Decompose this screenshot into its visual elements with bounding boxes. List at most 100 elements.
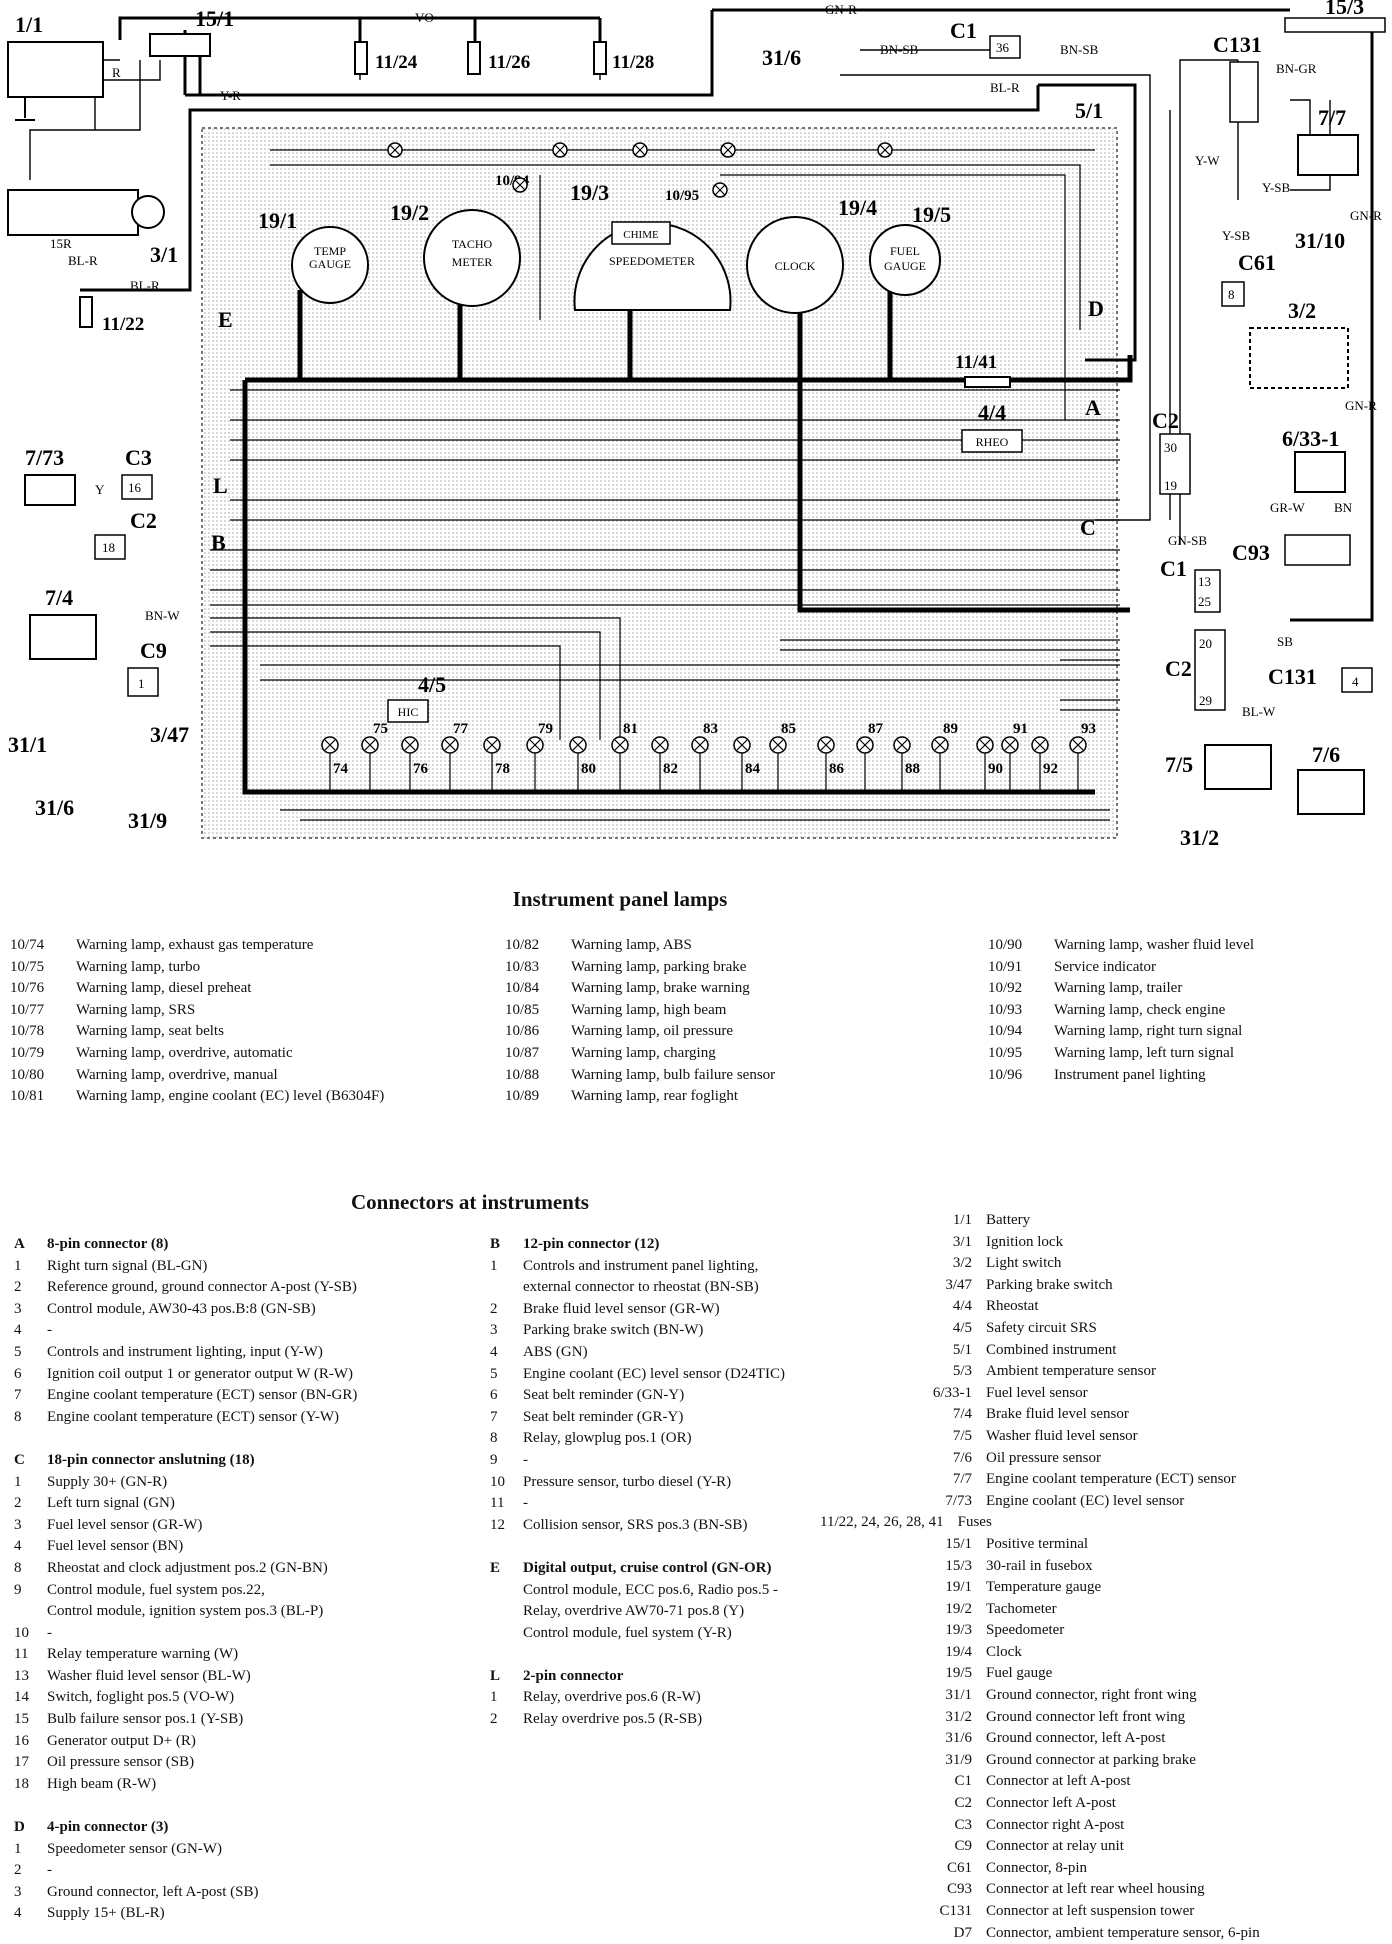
pin-number: 1 bbox=[490, 1257, 498, 1274]
pin-description: Left turn signal (GN) bbox=[47, 1495, 175, 1512]
pin-description: Switch, foglight pos.5 (VO-W) bbox=[47, 1689, 235, 1706]
connector-pin-row bbox=[490, 1536, 785, 1558]
legend-code: D7 bbox=[953, 1924, 972, 1941]
legend-description: Combined instrument bbox=[986, 1341, 1117, 1358]
pin-description: High beam (R-W) bbox=[47, 1775, 157, 1792]
legend-description: Fuel level sensor bbox=[986, 1384, 1088, 1401]
rheostat bbox=[961, 429, 1023, 453]
tachometer bbox=[423, 209, 521, 307]
pin-number: 1 bbox=[14, 1473, 22, 1490]
legend-code: 7/7 bbox=[952, 1471, 972, 1488]
warning-lamp-number: 76 bbox=[413, 761, 429, 777]
pin-number: 4 bbox=[14, 1322, 22, 1339]
svg-text:SPEEDOMETER: SPEEDOMETER bbox=[609, 254, 695, 268]
pin-description: Controls and instrument lighting, input … bbox=[47, 1343, 323, 1360]
lamp-description: Warning lamp, bulb failure sensor bbox=[571, 1066, 776, 1083]
label-11-41: 11/41 bbox=[955, 352, 997, 373]
pin-description: Engine coolant temperature (ECT) sensor … bbox=[47, 1408, 339, 1425]
lamp-code: 10/89 bbox=[505, 1088, 540, 1105]
light-switch bbox=[1249, 327, 1349, 389]
lamp-code: 10/90 bbox=[988, 937, 1023, 953]
lamp-code: 10/82 bbox=[505, 937, 540, 953]
pin-description: - bbox=[47, 1624, 52, 1641]
lamp-description: Warning lamp, check engine bbox=[1054, 1001, 1226, 1018]
svg-text:15R: 15R bbox=[50, 236, 72, 251]
pin-description: - bbox=[523, 1451, 528, 1468]
legend-code: 4/4 bbox=[952, 1298, 972, 1315]
pin-number: 3 bbox=[14, 1516, 22, 1533]
pin-description: Rheostat and clock adjustment pos.2 (GN-… bbox=[47, 1559, 328, 1576]
legend-code: 6/33-1 bbox=[932, 1384, 972, 1401]
legend-description: Light switch bbox=[986, 1255, 1062, 1272]
pin-number: 17 bbox=[14, 1754, 29, 1771]
fuel-level-sensor bbox=[1294, 451, 1346, 493]
pin-description: Bulb failure sensor pos.1 (Y-SB) bbox=[47, 1711, 244, 1728]
pin-description: Seat belt reminder (GR-Y) bbox=[523, 1408, 684, 1425]
svg-text:29: 29 bbox=[1199, 693, 1212, 708]
svg-text:TACHO: TACHO bbox=[452, 237, 493, 251]
label-C93: C93 bbox=[1232, 540, 1270, 565]
legend-description: Speedometer bbox=[986, 1622, 1065, 1639]
legend-description: Ambient temperature sensor bbox=[986, 1363, 1156, 1380]
pin-number: 2 bbox=[490, 1300, 498, 1317]
pin-description: Control module, ECC pos.6, Radio pos.5 - bbox=[523, 1581, 778, 1598]
pin-description: Parking brake switch (BN-W) bbox=[523, 1322, 704, 1339]
connector-pin-row bbox=[14, 1795, 357, 1817]
label-19-5: 19/5 bbox=[912, 202, 951, 227]
connector-pin-row bbox=[490, 1644, 785, 1666]
connector-pin-row: 11- bbox=[490, 1493, 785, 1515]
svg-text:TEMP: TEMP bbox=[314, 244, 346, 258]
pin-description: Relay, glowplug pos.1 (OR) bbox=[523, 1430, 692, 1447]
warning-lamp-number: 92 bbox=[1043, 761, 1058, 777]
lamp-code: 10/81 bbox=[10, 1088, 45, 1105]
legend-description: Rheostat bbox=[986, 1298, 1039, 1315]
legend-code: C1 bbox=[954, 1773, 972, 1790]
svg-text:B: B bbox=[211, 530, 226, 555]
label-1-1: 1/1 bbox=[15, 12, 43, 37]
label-11-28: 11/28 bbox=[612, 52, 654, 73]
pin-number: 2 bbox=[14, 1279, 22, 1296]
pin-number: 13 bbox=[14, 1667, 29, 1684]
svg-text:D: D bbox=[1088, 296, 1104, 321]
pin-number bbox=[490, 1623, 523, 1645]
label-3-47: 3/47 bbox=[150, 722, 189, 747]
schematic: 11/24 11/26 11/28 11/22 11/41 1/1 15/1 3… bbox=[7, 0, 1386, 850]
legend-description: Connector, ambient temperature sensor, 6… bbox=[986, 1924, 1260, 1941]
pin-description: Oil pressure sensor (SB) bbox=[47, 1754, 195, 1771]
pin-number: 2 bbox=[14, 1862, 22, 1879]
connector-pin-row: 10- bbox=[14, 1623, 357, 1645]
lamp-description: Warning lamp, high beam bbox=[571, 1001, 727, 1018]
legend-description: Fuses bbox=[957, 1514, 992, 1531]
warning-lamp-number: 87 bbox=[868, 721, 884, 737]
warning-lamp-number: 81 bbox=[623, 721, 638, 737]
pin-number: D bbox=[14, 1819, 25, 1836]
pin-number: 1 bbox=[490, 1689, 498, 1706]
label-11-24: 11/24 bbox=[375, 52, 418, 73]
legend-code: 31/1 bbox=[945, 1687, 972, 1704]
svg-text:GN-R: GN-R bbox=[825, 2, 857, 17]
lamp-description: Warning lamp, overdrive, manual bbox=[76, 1066, 278, 1083]
lamp-description: Warning lamp, diesel preheat bbox=[76, 980, 252, 997]
connectors-title: Connectors at instruments bbox=[351, 1190, 589, 1214]
svg-text:RHEO: RHEO bbox=[976, 435, 1009, 449]
